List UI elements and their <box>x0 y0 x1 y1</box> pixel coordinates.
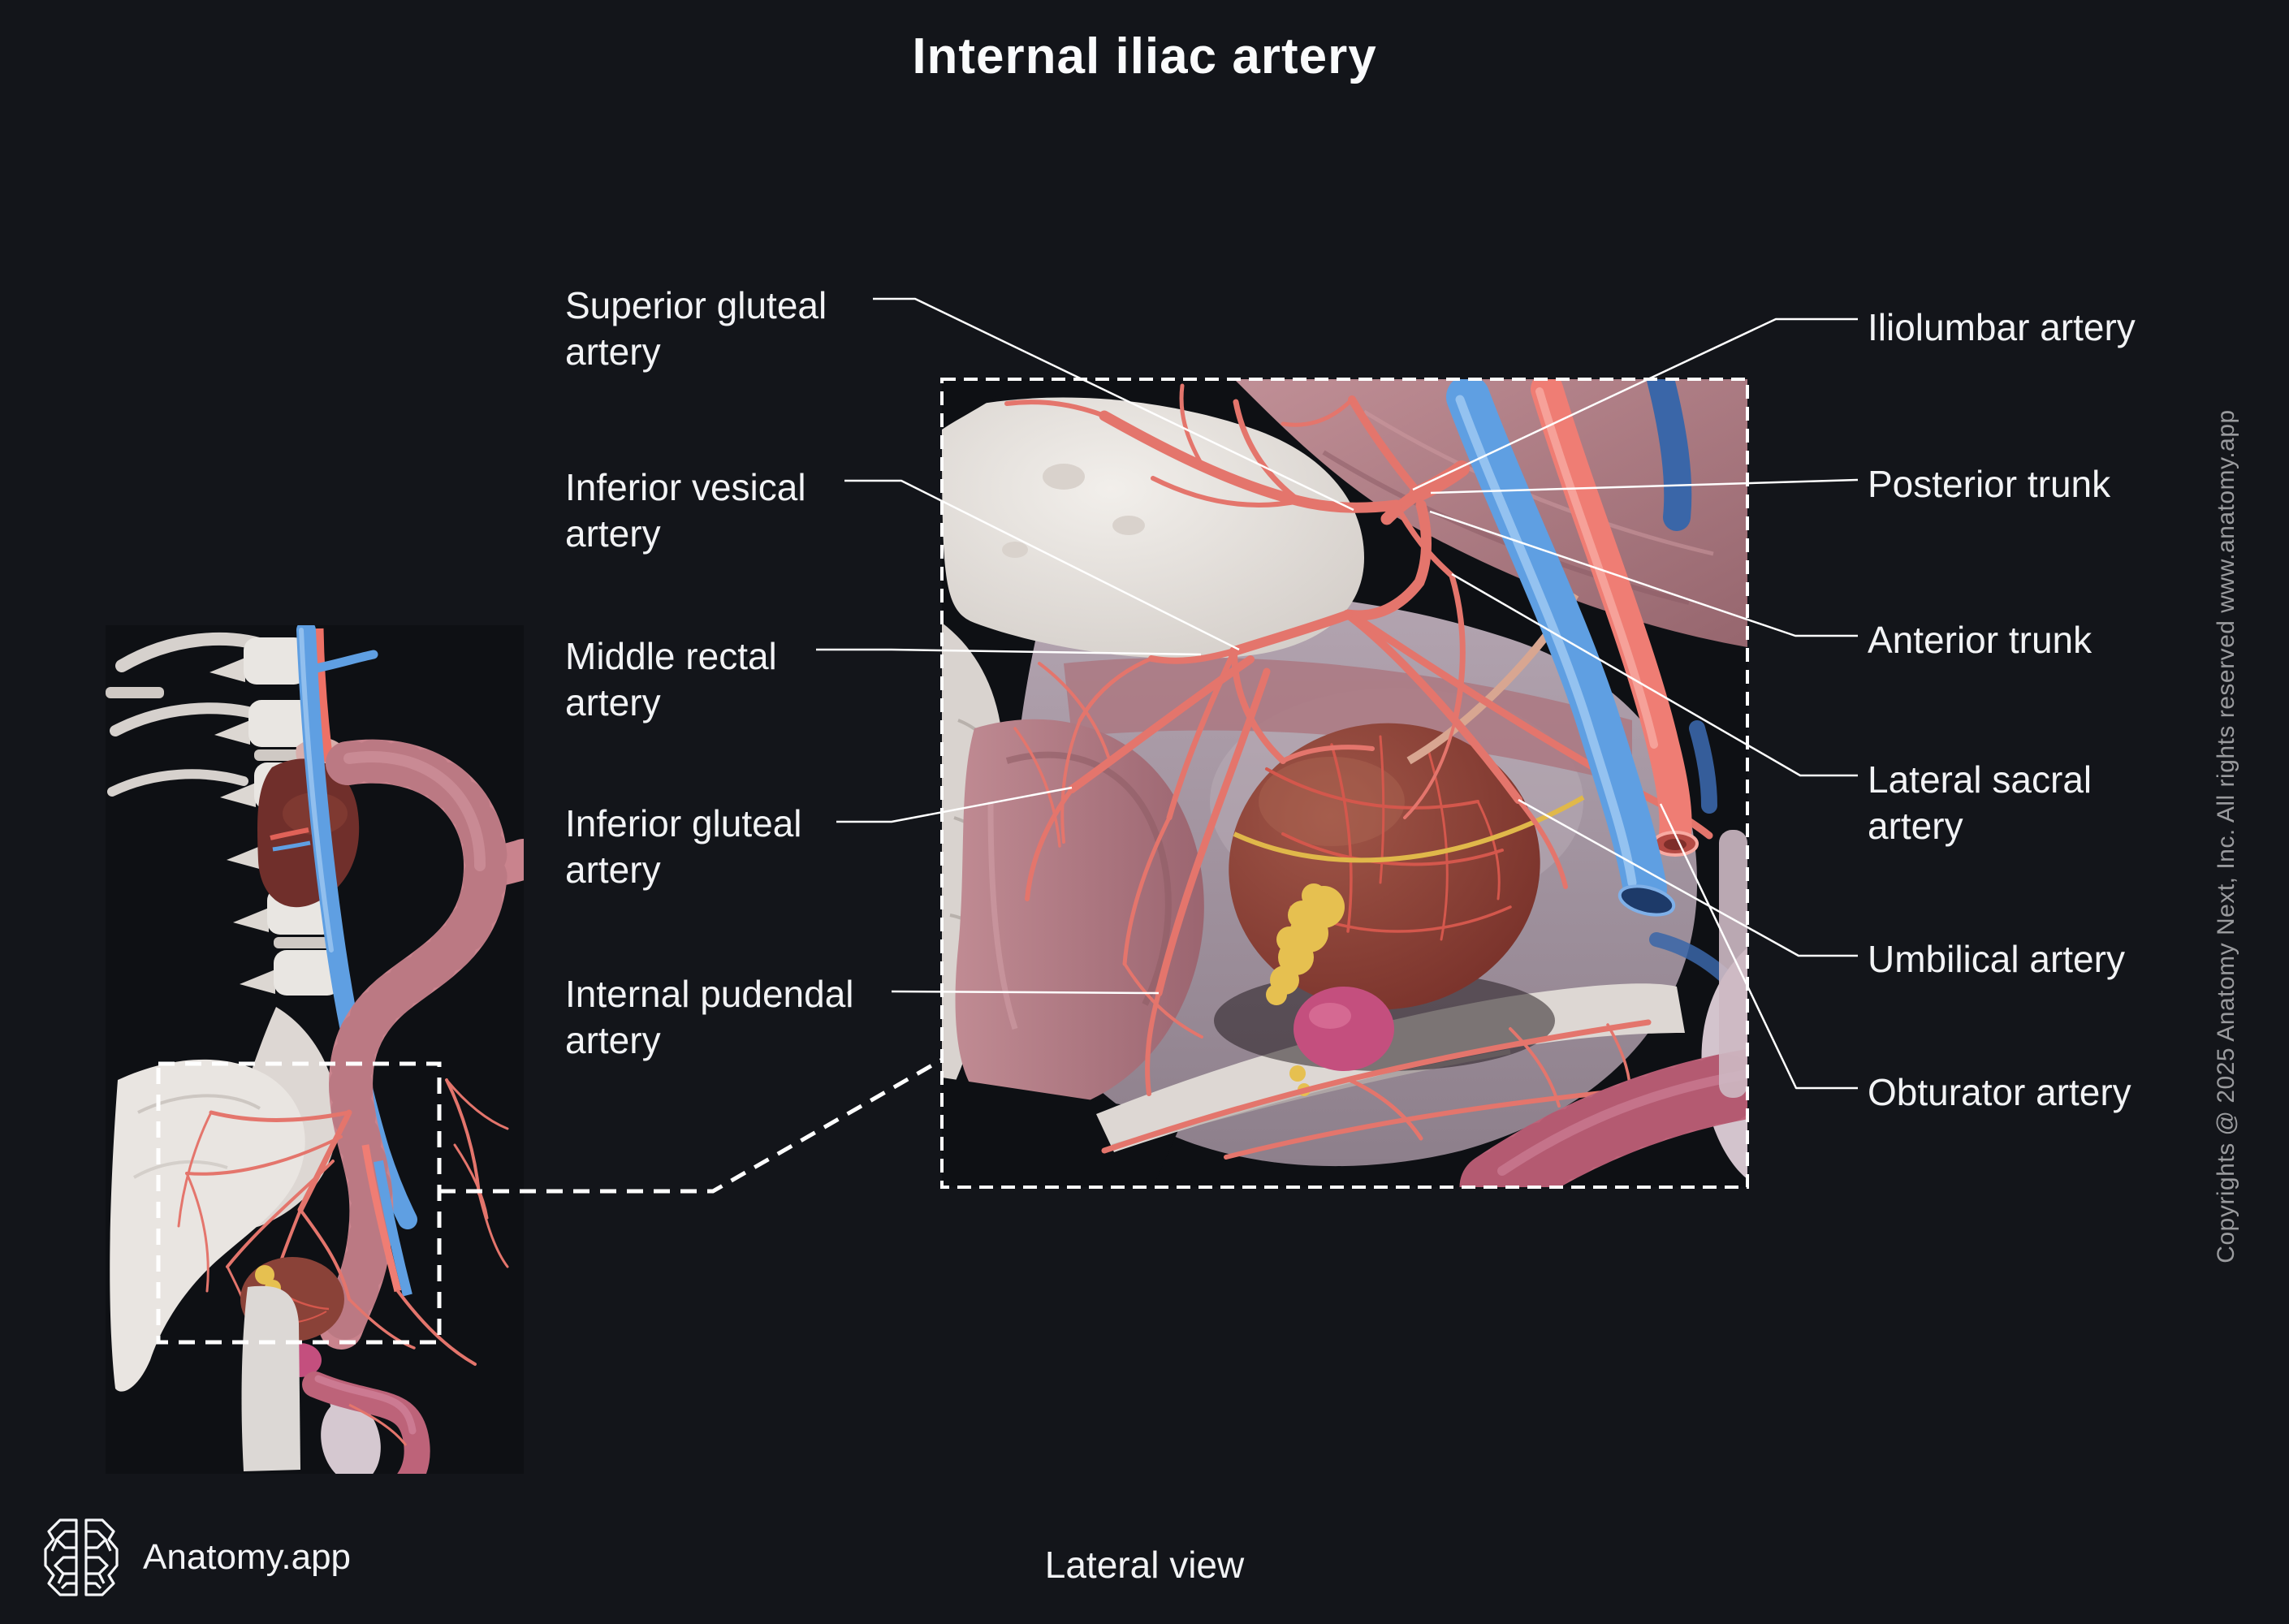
label-inferior-vesical-artery: Inferior vesical artery <box>565 466 806 555</box>
penis <box>302 1371 430 1474</box>
label-iliolumbar-artery: Iliolumbar artery <box>1868 306 2136 348</box>
label-lateral-sacral-artery: Lateral sacral artery <box>1868 758 2092 847</box>
brain-icon <box>44 1518 119 1596</box>
aorta <box>313 628 334 762</box>
testis <box>321 1399 381 1474</box>
brand-name: Anatomy.app <box>143 1537 352 1577</box>
label-internal-pudendal-artery: Internal pudendal artery <box>565 973 854 1061</box>
magnified-view <box>942 379 1747 1187</box>
label-superior-gluteal-artery: Superior gluteal artery <box>565 284 827 373</box>
view-label: Lateral view <box>1044 1544 1245 1586</box>
brand: Anatomy.app <box>42 1515 351 1600</box>
label-obturator-artery: Obturator artery <box>1868 1071 2131 1113</box>
overview-thumbnail <box>106 625 524 1474</box>
penile-bulb <box>1294 987 1394 1071</box>
label-inferior-gluteal-artery: Inferior gluteal artery <box>565 802 802 891</box>
page-title: Internal iliac artery <box>912 28 1377 84</box>
femur <box>241 1285 300 1471</box>
label-middle-rectal-artery: Middle rectal artery <box>565 635 777 723</box>
copyright-text: Copyrights @ 2025 Anatomy Next, Inc. All… <box>2213 409 2239 1263</box>
label-posterior-trunk: Posterior trunk <box>1868 463 2111 505</box>
label-anterior-trunk: Anterior trunk <box>1868 619 2092 661</box>
label-umbilical-artery: Umbilical artery <box>1868 938 2125 980</box>
